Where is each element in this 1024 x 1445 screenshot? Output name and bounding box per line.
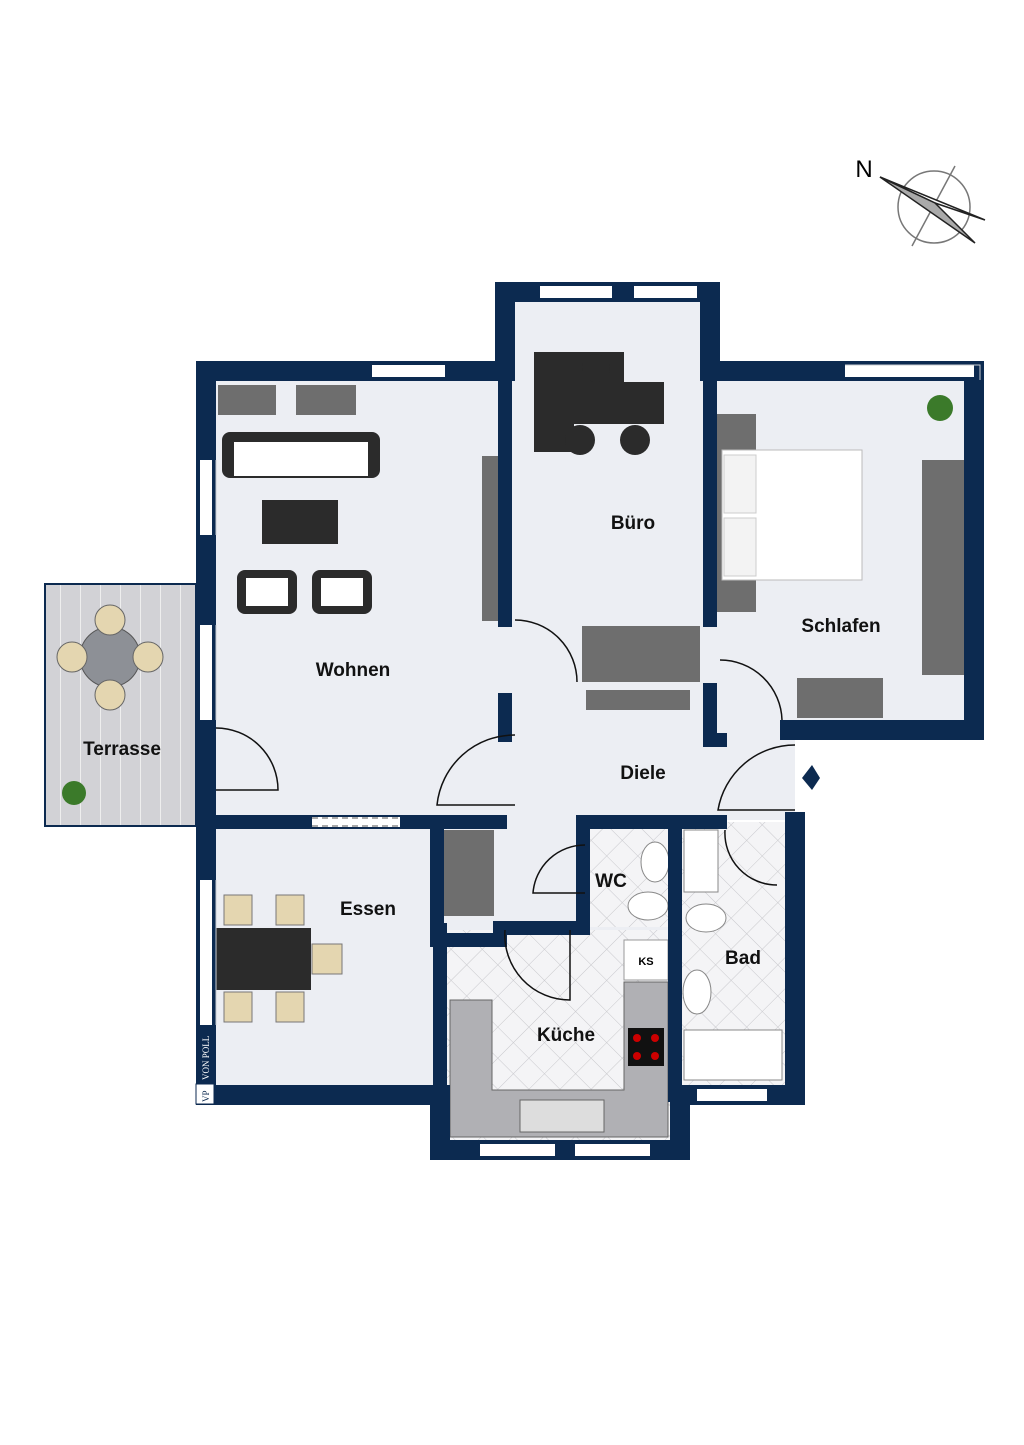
stove [628,1028,664,1066]
room-label-terrasse: Terrasse [83,739,161,760]
kitchen-counter [449,981,669,1138]
room-label-schlafen: Schlafen [801,616,880,637]
svg-text:VP: VP [201,1090,211,1102]
coffee-table [262,500,338,544]
desk [534,352,664,452]
windows [200,286,981,1156]
wc-sink [640,841,670,883]
plant-icon [62,781,86,805]
dining-table [216,928,311,990]
room-label-diele: Diele [620,763,665,784]
furniture [216,352,964,1138]
room-label-kueche: Küche [537,1025,595,1046]
compass-icon: N [855,156,986,247]
fridge-label: KS [638,956,653,968]
wardrobe [922,460,964,675]
room-label-wohnen: Wohnen [316,660,391,681]
walls [196,282,984,1160]
svg-text:VON POLL: VON POLL [201,1036,211,1080]
doors [215,619,820,1001]
sink [519,1099,605,1133]
room-label-essen: Essen [340,899,396,920]
entrance-arrow-icon [802,765,820,790]
terrace [44,583,197,827]
fridge [623,939,669,981]
shelf [582,626,700,682]
tv-unit [482,456,502,621]
north-label: N [855,156,872,183]
toilet [627,891,669,921]
von-poll-logo: VON POLL VP [195,1028,215,1105]
room-label-wc: WC [595,871,627,892]
room-label-bad: Bad [725,948,761,969]
plant-icon [927,395,953,421]
bathtub [683,1029,783,1081]
room-label-buero: Büro [611,513,655,534]
patio-table [79,626,141,688]
